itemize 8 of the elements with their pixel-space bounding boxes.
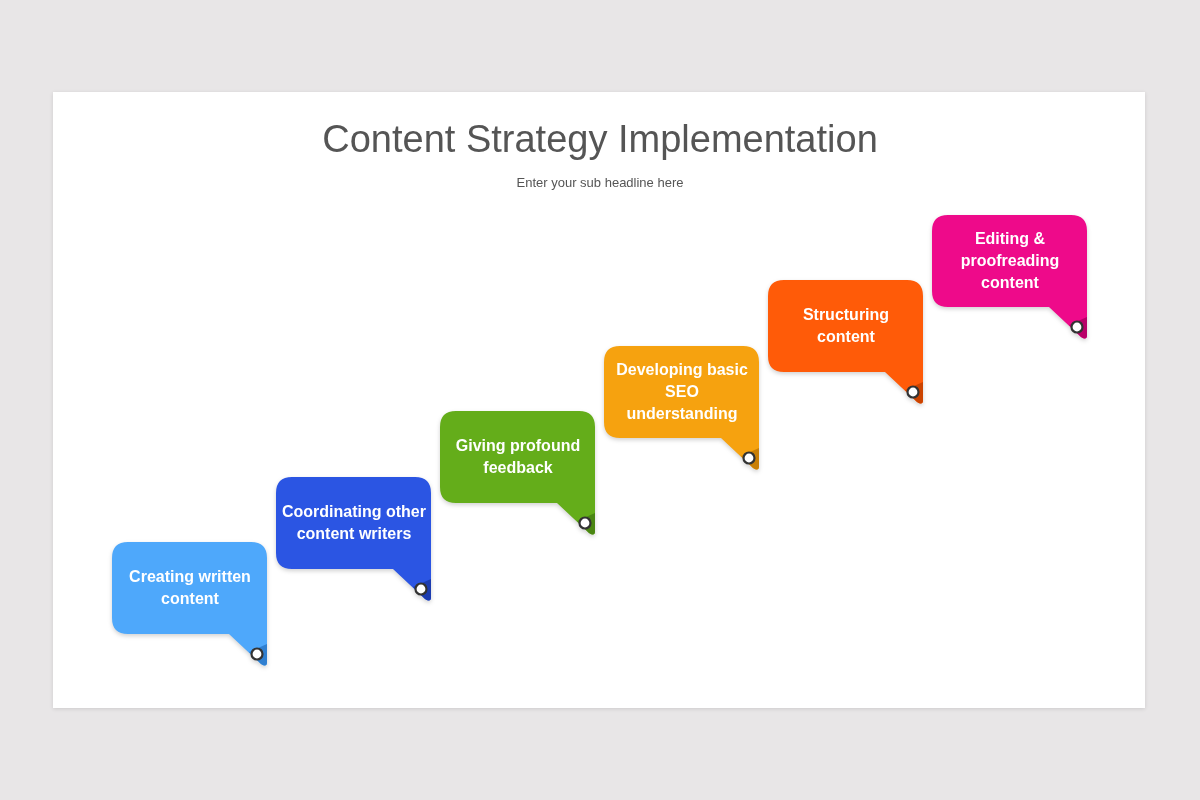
step-label: Editing & proofreading content: [959, 228, 1061, 293]
step-label: Giving profound feedback: [454, 436, 582, 478]
step-label: Developing basic SEO understanding: [615, 359, 749, 424]
step-label: Structuring content: [801, 305, 891, 347]
step-label: Creating written content: [128, 567, 252, 609]
title: Content Strategy Implementation: [321, 118, 879, 161]
subtitle: Enter your sub headline here: [515, 175, 685, 190]
step-label: Coordinating other content writers: [282, 501, 426, 544]
